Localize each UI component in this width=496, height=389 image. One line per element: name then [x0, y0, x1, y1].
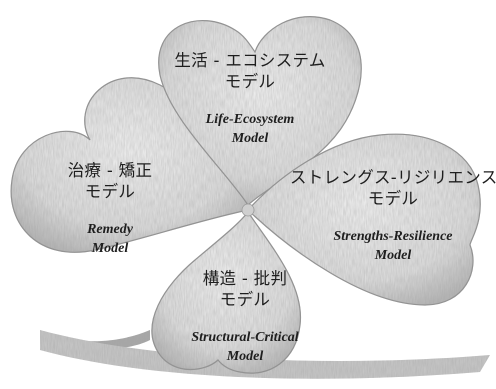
leaf-label-right: ストレングス-リジリエンス モデル Strengths-Resilience M… [290, 167, 496, 265]
leaf-right [247, 133, 481, 306]
leaf-right-en-line1: Strengths-Resilience [333, 229, 453, 244]
leaf-left-en-line1: Remedy [87, 222, 133, 237]
leaf-top-jp-line2: モデル [224, 72, 276, 91]
leaf-bottom-jp-line1: 構造 - 批判 [202, 269, 288, 288]
leaf-left-jp-line1: 治療 - 矯正 [67, 161, 153, 180]
leaf-right-en-line2: Model [374, 248, 412, 263]
leaf-bottom [151, 210, 302, 374]
leaf-top [158, 16, 362, 206]
leaf-top-en-line2: Model [231, 131, 269, 146]
leaf-left-jp-line2: モデル [84, 182, 136, 201]
leaf-label-top: 生活 - エコシステム モデル Life-Ecosystem Model [150, 50, 350, 148]
leaf-label-bottom: 構造 - 批判 モデル Structural-Critical Model [170, 268, 320, 366]
leaf-bottom-en-line1: Structural-Critical [191, 330, 299, 345]
leaf-bottom-jp-line2: モデル [219, 290, 271, 309]
clover-stem [40, 330, 150, 349]
clover-center [241, 203, 255, 217]
leaf-bottom-en-line2: Model [226, 349, 264, 364]
leaf-top-en-line1: Life-Ecosystem [205, 112, 295, 127]
clover-ground-shadow [40, 330, 490, 379]
leaf-left-en-line2: Model [91, 241, 129, 256]
leaf-top-jp-line1: 生活 - エコシステム [174, 51, 326, 70]
leaf-right-jp-line2: モデル [367, 189, 419, 208]
leaf-label-left: 治療 - 矯正 モデル Remedy Model [45, 160, 175, 258]
leaf-right-jp-line1: ストレングス-リジリエンス [290, 168, 496, 187]
